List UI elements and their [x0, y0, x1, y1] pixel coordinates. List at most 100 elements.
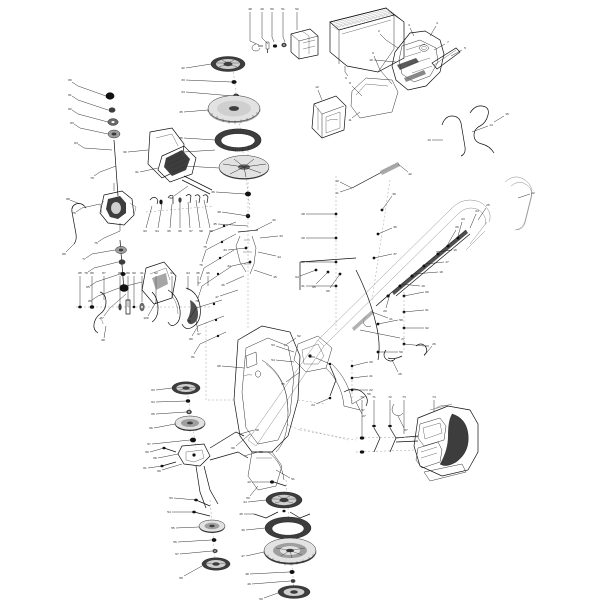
svg-text:65: 65: [312, 285, 316, 289]
svg-text:39: 39: [392, 192, 396, 196]
svg-text:29: 29: [301, 236, 305, 240]
svg-text:36: 36: [393, 225, 397, 229]
svg-text:4: 4: [436, 21, 438, 25]
svg-text:43: 43: [247, 480, 251, 484]
svg-text:58: 58: [399, 318, 403, 322]
assembly-deck-housing: 68 69 52 51 50 38 35 33 34 32 43 44 45 4…: [195, 150, 327, 500]
assembly-wheel-lower-left-2: 53 54 55 56 57 58: [167, 496, 231, 580]
svg-text:44: 44: [277, 255, 281, 259]
svg-text:64: 64: [151, 400, 155, 404]
svg-text:34: 34: [227, 264, 231, 268]
svg-text:31: 31: [301, 284, 305, 288]
svg-text:88: 88: [118, 271, 122, 275]
svg-text:11: 11: [348, 118, 351, 122]
svg-text:95: 95: [167, 229, 171, 233]
svg-text:81: 81: [68, 93, 72, 97]
svg-text:47: 47: [241, 554, 245, 558]
svg-text:99: 99: [121, 284, 125, 288]
svg-text:58: 58: [179, 576, 183, 580]
assembly-bail-bars: 13 14 15: [427, 105, 509, 157]
svg-text:15: 15: [505, 112, 509, 116]
svg-text:40: 40: [335, 179, 339, 183]
svg-text:88: 88: [66, 197, 70, 201]
svg-text:19: 19: [421, 284, 425, 288]
svg-text:77: 77: [197, 281, 201, 285]
svg-text:25: 25: [398, 372, 402, 376]
assembly-belt-cover: 90 91 92: [123, 127, 213, 200]
svg-text:57: 57: [361, 408, 365, 412]
svg-text:65: 65: [151, 412, 155, 416]
svg-text:87: 87: [102, 271, 106, 275]
assembly-bottom-cable: 27: [299, 388, 368, 441]
svg-text:54: 54: [271, 358, 275, 362]
assembly-drive-transmission: 80 81 82 83 84 79 75 76: [62, 78, 137, 320]
svg-text:67: 67: [404, 428, 408, 432]
svg-text:44: 44: [243, 500, 247, 504]
svg-text:32: 32: [272, 218, 276, 222]
svg-text:28: 28: [301, 212, 305, 216]
assembly-rear-cover: 2 3 4 7 5 10 9 8 11: [348, 21, 466, 122]
svg-text:83: 83: [70, 121, 74, 125]
svg-text:93: 93: [170, 271, 174, 275]
svg-text:63: 63: [151, 388, 155, 392]
svg-text:22: 22: [531, 191, 535, 195]
svg-text:51: 51: [281, 7, 285, 11]
assembly-wheel-upper: 32 33 34 35: [179, 56, 270, 211]
svg-text:68: 68: [153, 456, 157, 460]
svg-text:7: 7: [447, 40, 449, 44]
svg-text:17: 17: [445, 260, 449, 264]
svg-text:77: 77: [82, 257, 86, 261]
svg-text:94: 94: [186, 271, 190, 275]
svg-text:99: 99: [209, 229, 213, 233]
assembly-handle-upper: 22 23 24 25 26 16 17 18 19 20: [247, 176, 535, 447]
svg-text:92: 92: [154, 271, 158, 275]
svg-text:62: 62: [425, 326, 429, 330]
svg-text:50: 50: [246, 496, 250, 500]
svg-text:43: 43: [279, 234, 283, 238]
svg-text:51: 51: [291, 477, 295, 481]
svg-text:75: 75: [72, 211, 76, 215]
svg-text:20: 20: [369, 360, 373, 364]
assembly-lever-row: 85 86 87 88 89 90 91 92 93 94 95 96 97 9…: [76, 271, 212, 342]
assembly-small-parts-fan: 93 94 95 96 97 98 99: [143, 194, 215, 233]
svg-text:39: 39: [211, 190, 215, 194]
svg-text:72: 72: [388, 395, 392, 399]
svg-text:3: 3: [408, 23, 410, 27]
svg-text:67: 67: [147, 442, 151, 446]
svg-text:98: 98: [101, 338, 105, 342]
svg-text:60: 60: [425, 290, 429, 294]
svg-text:85: 85: [86, 285, 90, 289]
svg-text:86: 86: [88, 299, 92, 303]
svg-text:50: 50: [270, 7, 274, 11]
svg-text:48: 48: [245, 572, 249, 576]
svg-text:89: 89: [62, 252, 66, 256]
svg-text:94: 94: [155, 229, 159, 233]
svg-text:80: 80: [189, 337, 193, 341]
svg-text:91: 91: [140, 271, 144, 275]
svg-text:85: 85: [78, 271, 82, 275]
svg-text:71: 71: [372, 395, 376, 399]
svg-text:59: 59: [399, 350, 403, 354]
svg-text:53: 53: [169, 496, 173, 500]
svg-text:61: 61: [143, 466, 147, 470]
svg-text:26: 26: [432, 342, 436, 346]
svg-text:64: 64: [295, 275, 299, 279]
svg-text:6: 6: [345, 76, 347, 80]
svg-text:13: 13: [427, 138, 431, 142]
svg-text:76: 76: [199, 263, 203, 267]
svg-text:89: 89: [126, 271, 130, 275]
svg-text:93: 93: [143, 229, 147, 233]
svg-text:32: 32: [181, 66, 185, 70]
assembly-left-cable-bracket: 99 100: [121, 261, 177, 320]
svg-text:55: 55: [171, 526, 175, 530]
svg-text:33: 33: [223, 248, 227, 252]
svg-text:52: 52: [297, 334, 301, 338]
svg-text:9: 9: [372, 51, 374, 55]
svg-text:46: 46: [221, 283, 225, 287]
svg-text:76: 76: [94, 241, 98, 245]
svg-text:34: 34: [181, 90, 185, 94]
svg-text:90: 90: [132, 271, 136, 275]
svg-text:54: 54: [167, 510, 171, 514]
svg-text:46: 46: [241, 528, 245, 532]
